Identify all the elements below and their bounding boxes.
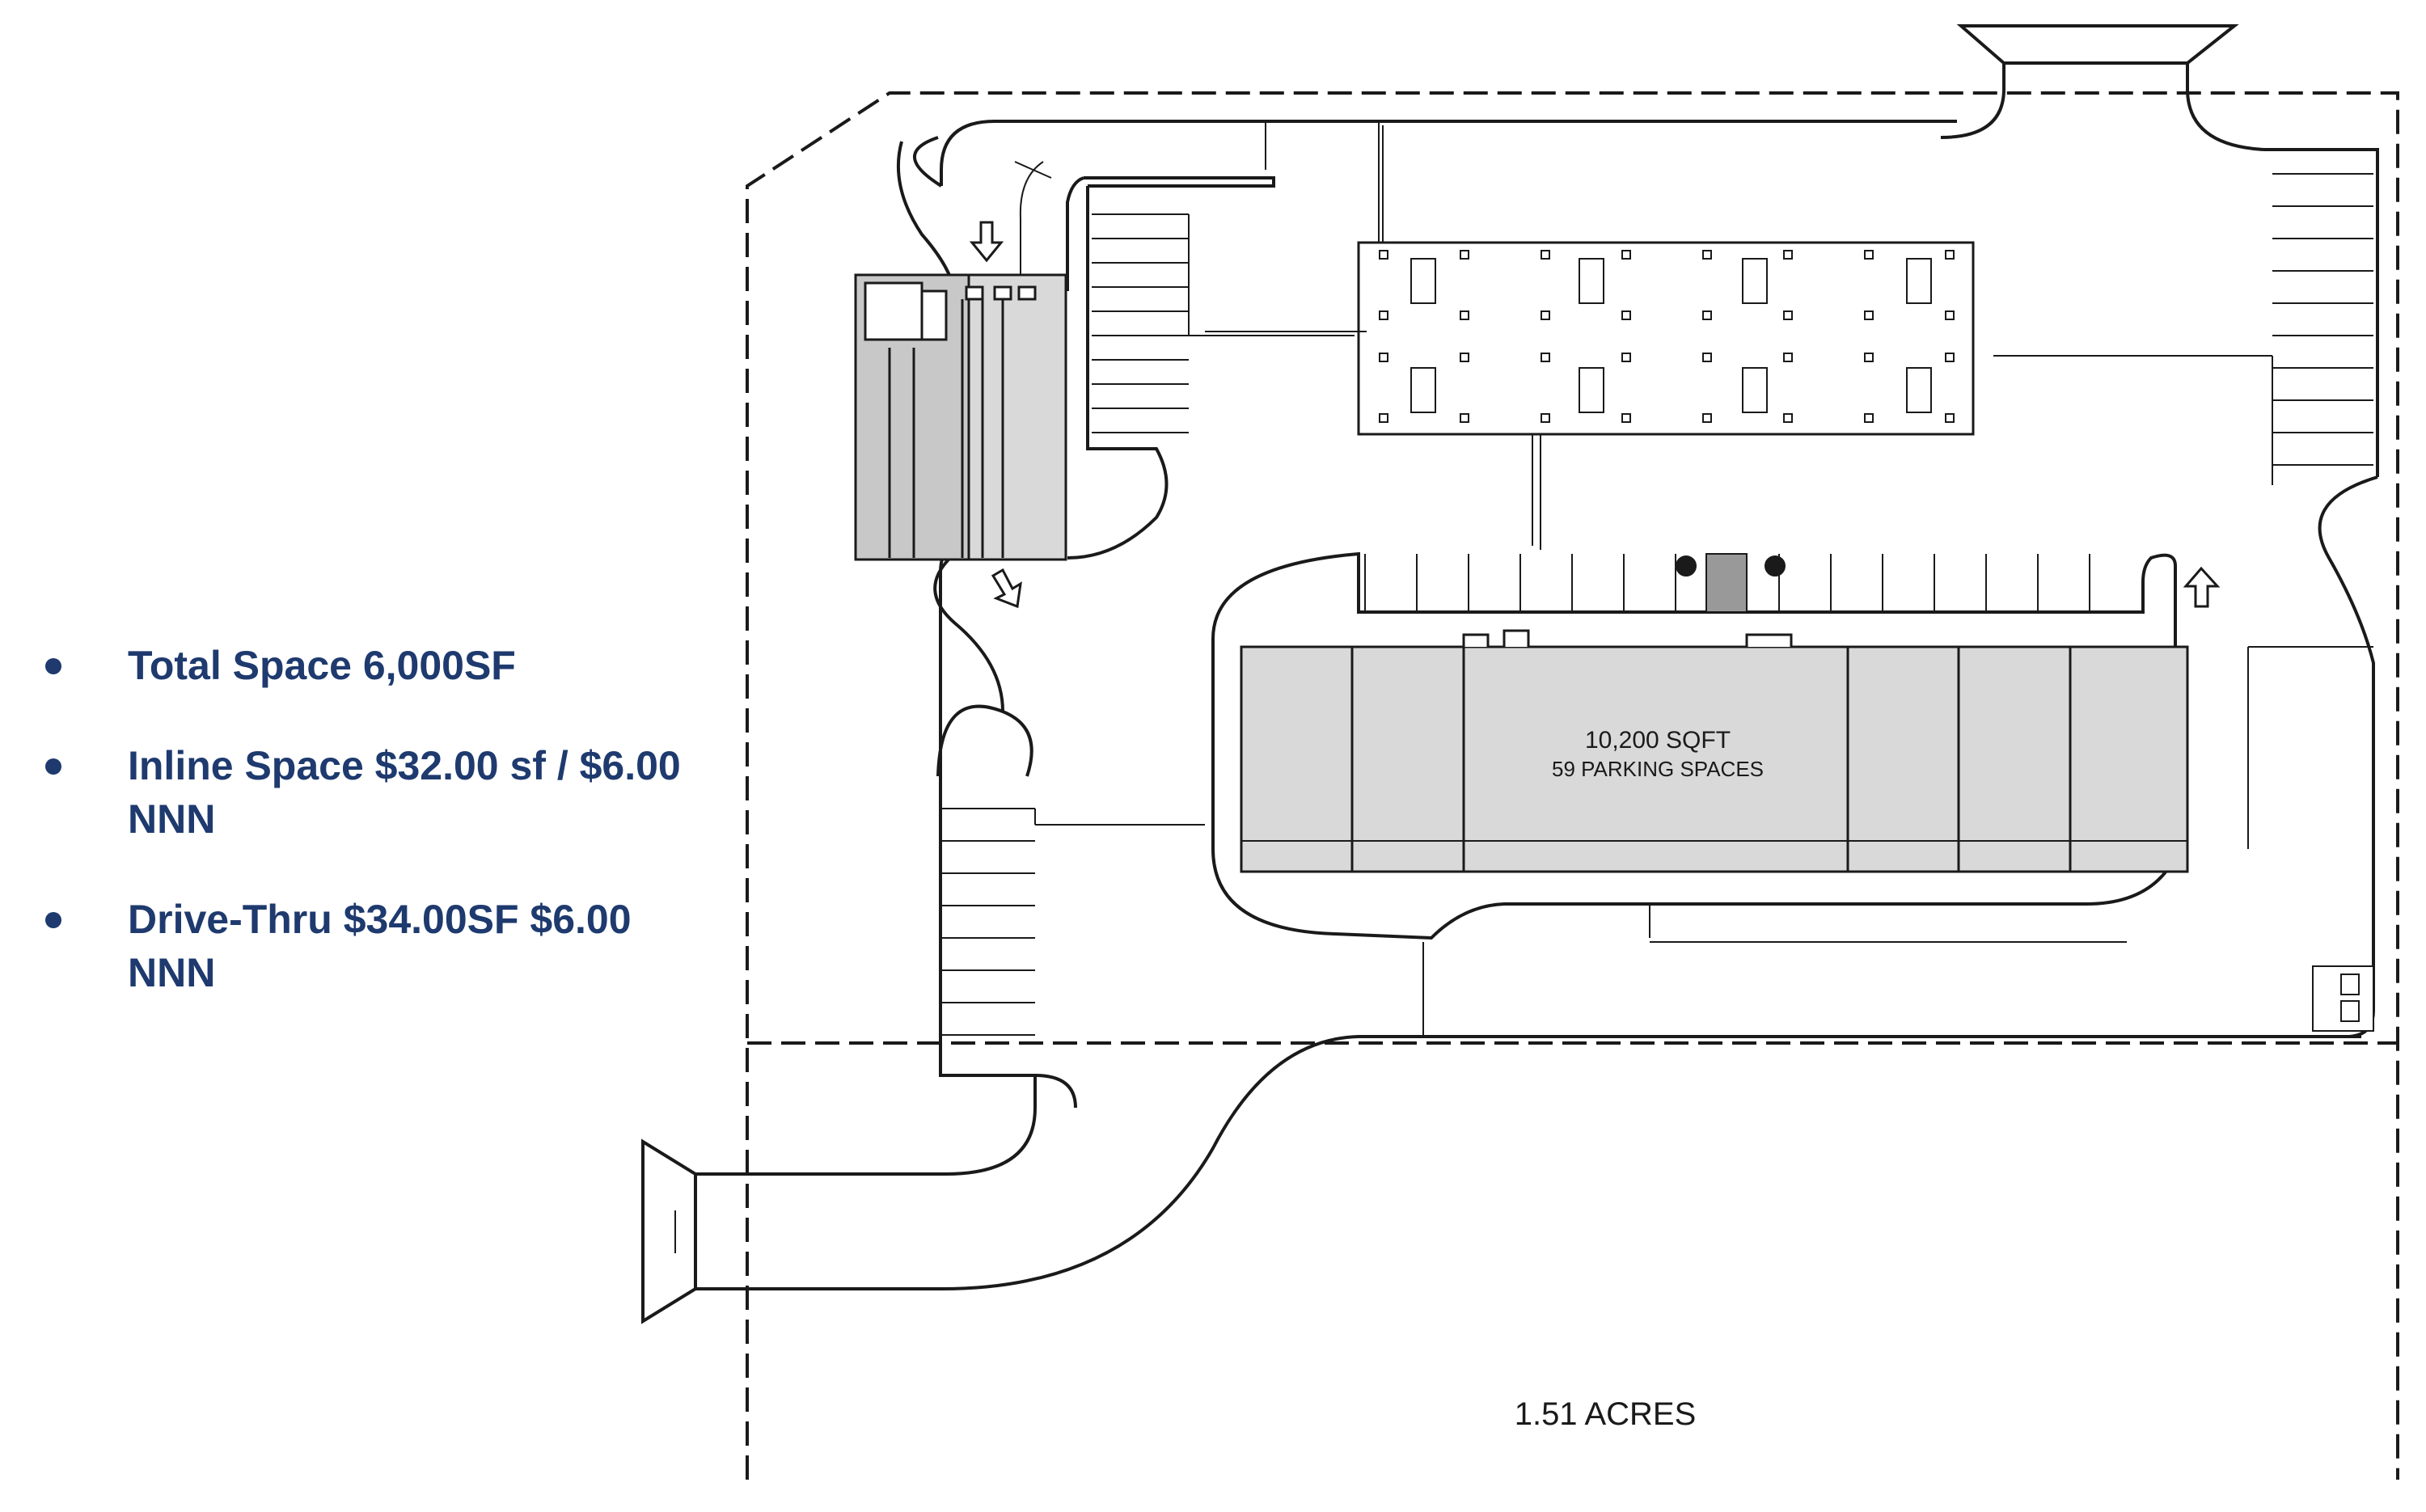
building-area-label: 10,200 SQFT xyxy=(1585,727,1731,754)
leasing-info-list: Total Space 6,000SF Inline Space $32.00 … xyxy=(32,639,695,1046)
dimension-lines xyxy=(1205,121,2373,1037)
bullet-inline-space: Inline Space $32.00 sf / $6.00 NNN xyxy=(32,739,695,846)
property-boundary xyxy=(746,91,2399,1480)
acreage-label: 1.51 ACRES xyxy=(1515,1396,1697,1432)
arrow-down-icon xyxy=(969,221,1004,263)
direction-arrows xyxy=(969,221,2221,609)
accessible-parking-icon xyxy=(1676,555,1697,577)
drive-thru-building xyxy=(854,273,1067,561)
fuel-pumps xyxy=(1410,258,1932,413)
bullet-text: Total Space 6,000SF xyxy=(128,643,516,688)
north-entrance xyxy=(1940,24,2265,151)
bullet-dot-icon xyxy=(45,912,61,928)
bullet-drive-thru: Drive-Thru $34.00SF $6.00 NNN xyxy=(32,893,695,999)
canopy-columns xyxy=(1379,250,1955,423)
parking-stalls-northwest xyxy=(1092,213,1355,433)
bullet-dot-icon xyxy=(45,658,61,674)
bullet-text: Inline Space $32.00 sf / $6.00 NNN xyxy=(128,743,681,842)
bullet-text: Drive-Thru $34.00SF $6.00 NNN xyxy=(128,897,632,995)
bullet-dot-icon xyxy=(45,758,61,775)
retail-building xyxy=(1240,629,2189,873)
parking-stalls-west xyxy=(940,808,1205,1036)
arrow-up-icon xyxy=(2183,566,2221,608)
retail-island xyxy=(1211,551,2177,940)
trash-enclosure xyxy=(2312,965,2374,1032)
accessible-parking-icon xyxy=(1765,555,1786,577)
west-entrance xyxy=(641,776,2361,1324)
arrow-down-icon xyxy=(991,568,1022,609)
parking-stalls-east xyxy=(1993,173,2373,485)
bullet-total-space: Total Space 6,000SF xyxy=(32,639,695,692)
parking-count-label: 59 PARKING SPACES xyxy=(1552,757,1764,781)
accessible-stalls xyxy=(1676,553,1786,613)
fuel-canopy xyxy=(1357,121,1975,546)
storefront-parking-stalls xyxy=(1364,554,2090,612)
